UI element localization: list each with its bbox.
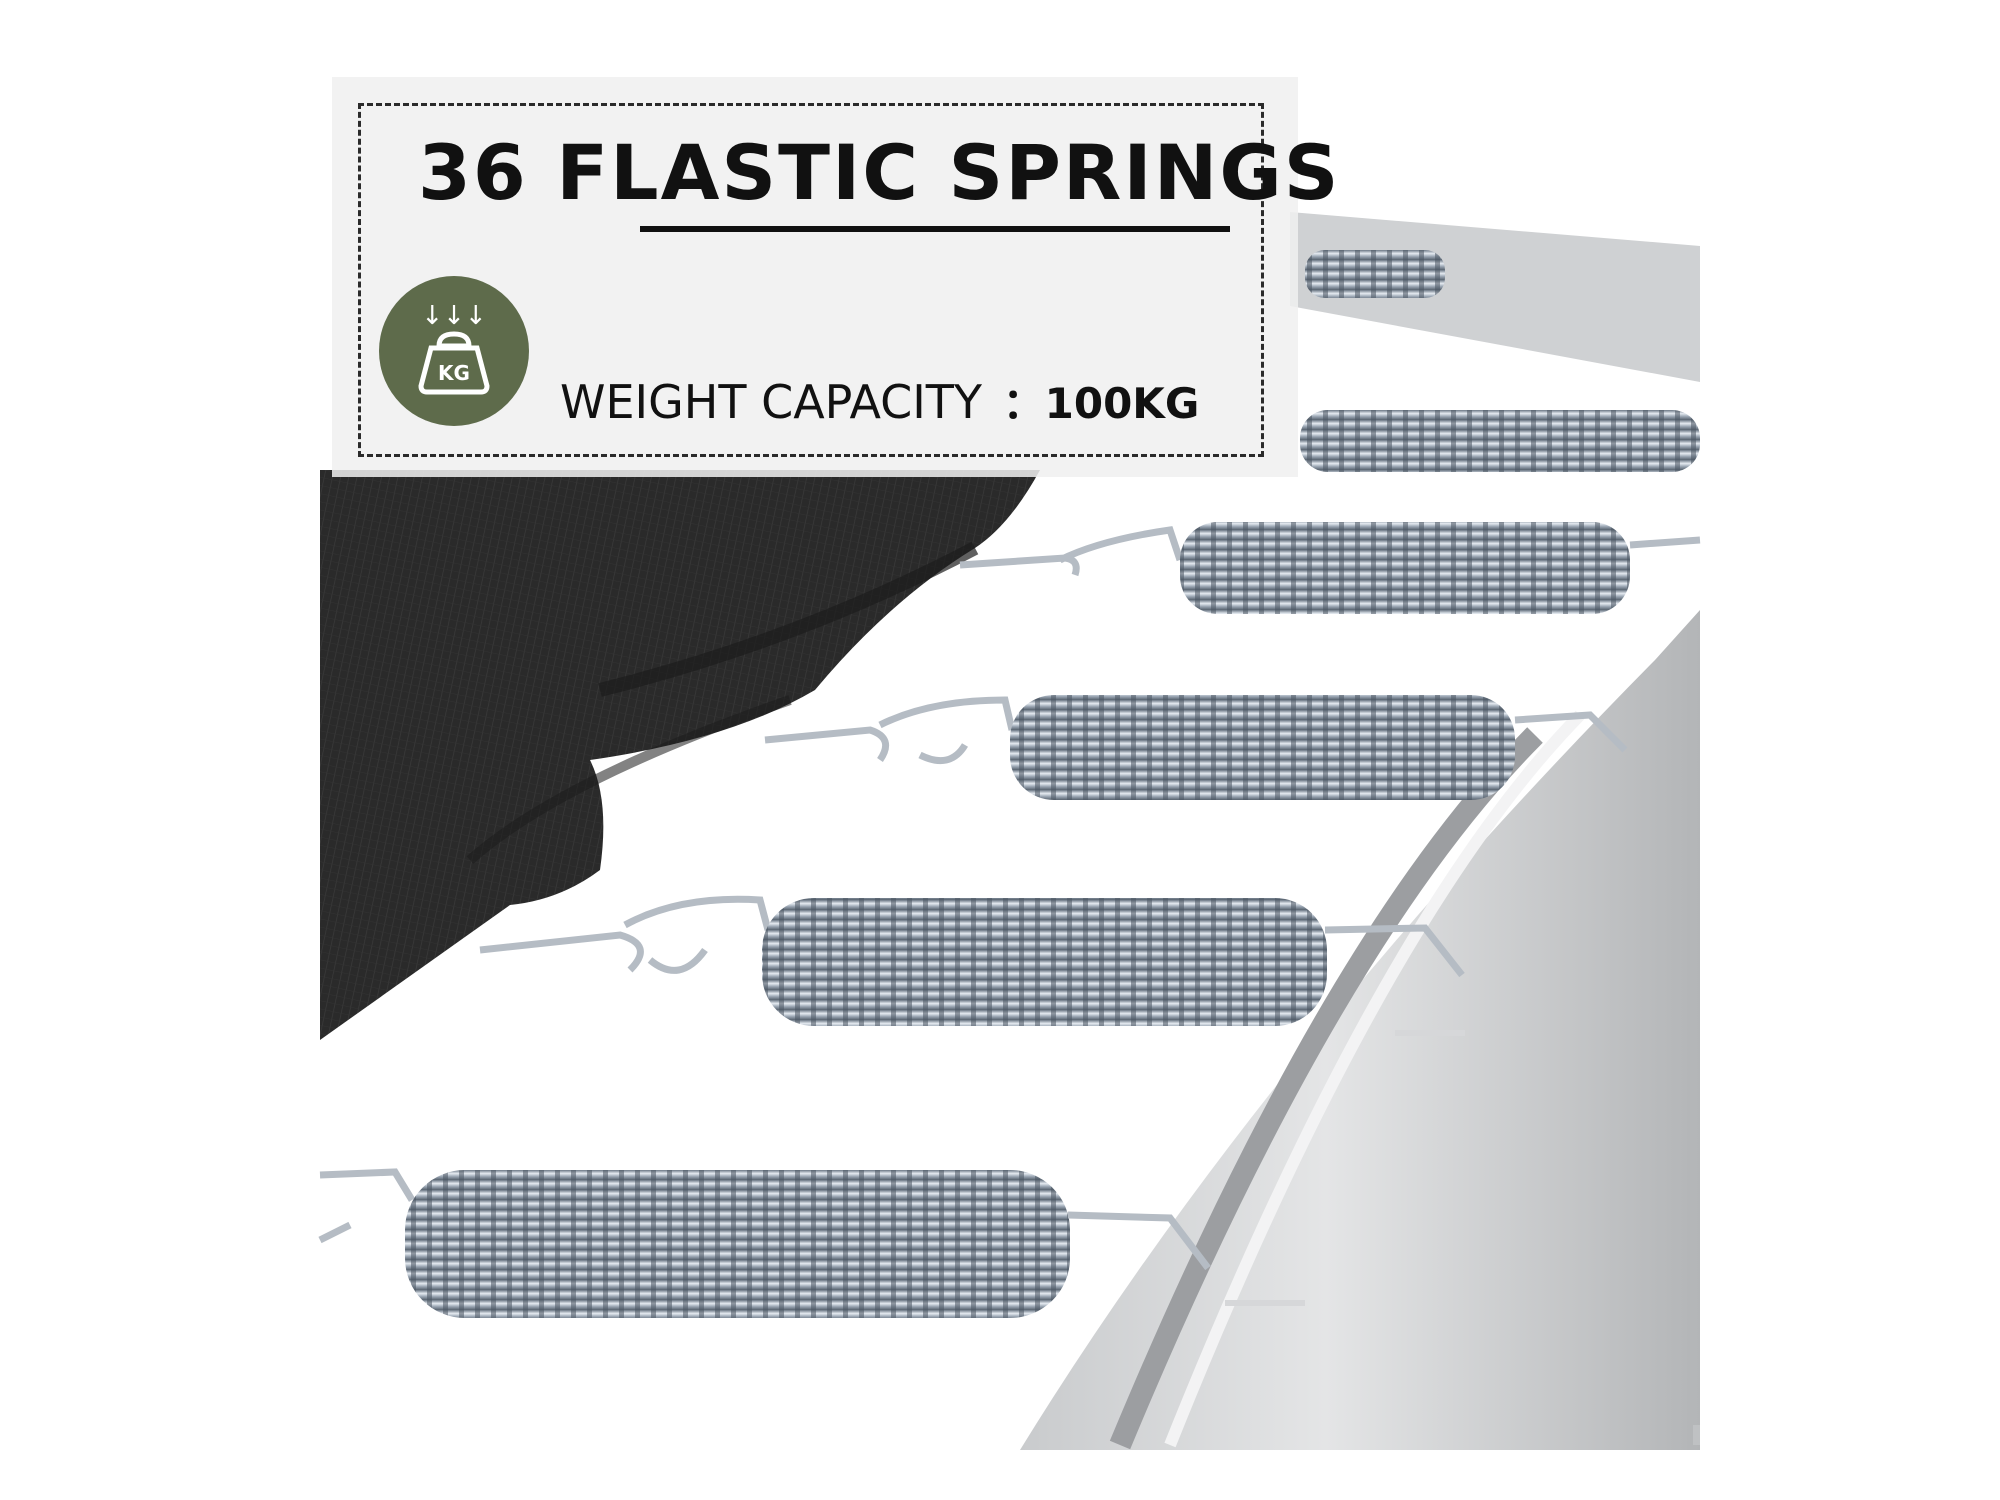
badge-kg-text: KG bbox=[438, 361, 470, 385]
spring-1 bbox=[959, 522, 1701, 614]
spring-3 bbox=[479, 895, 1465, 1026]
capacity-label: WEIGHT CAPACITY bbox=[560, 375, 982, 429]
spring-2 bbox=[764, 695, 1628, 800]
badge-arrows: ↓↓↓ bbox=[421, 301, 486, 331]
weight-kg-icon: ↓↓↓ KG bbox=[379, 276, 529, 426]
weight-capacity: WEIGHT CAPACITY ：100KG bbox=[560, 372, 1199, 432]
spring-4 bbox=[318, 1168, 1211, 1318]
capacity-value: ：100KG bbox=[1002, 379, 1200, 428]
banner-dashed-border bbox=[358, 103, 1264, 457]
title-underline bbox=[640, 226, 1230, 232]
banner-title: 36 FLASTIC SPRINGS bbox=[418, 128, 1341, 217]
